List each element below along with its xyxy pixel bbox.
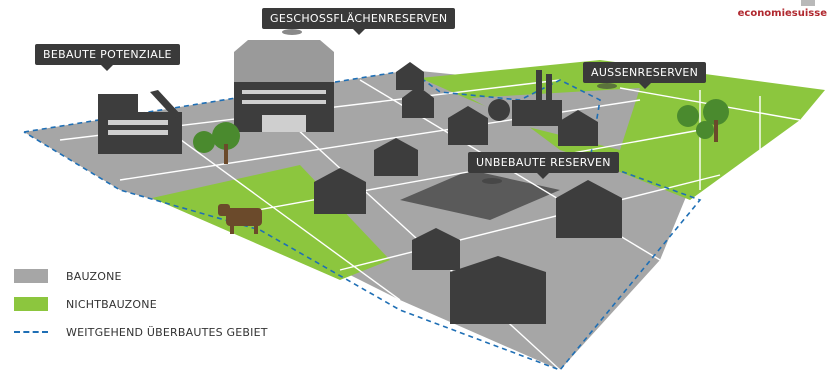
- cow-icon: [218, 204, 262, 234]
- brand-mark: [801, 0, 815, 6]
- house-icon: [314, 62, 622, 324]
- legend-item-bauzone: BAUZONE: [14, 268, 268, 284]
- unbebaute-plot: [400, 170, 560, 220]
- legend: BAUZONE NICHTBAUZONE WEITGEHEND ÜBERBAUT…: [14, 268, 268, 352]
- factory-icon: [98, 90, 182, 154]
- legend-swatch-ueberbaut: [14, 331, 48, 333]
- office-building-icon: [234, 40, 334, 132]
- callout-geschossflaechenreserven: GESCHOSSFLÄCHENRESERVEN: [262, 8, 456, 35]
- tree-icon: [193, 99, 729, 164]
- callout-aussenreserven: AUSSENRESERVEN: [583, 62, 707, 89]
- legend-swatch-nichtbauzone: [14, 297, 48, 311]
- factory-icon: [488, 70, 562, 126]
- legend-label-ueberbaut: WEITGEHEND ÜBERBAUTES GEBIET: [66, 325, 268, 339]
- callout-unbebaute-reserven: UNBEBAUTE RESERVEN: [468, 152, 619, 179]
- nichtbauzone-area-west: [152, 165, 390, 280]
- legend-label-nichtbauzone: NICHTBAUZONE: [66, 297, 157, 311]
- legend-swatch-bauzone: [14, 269, 48, 283]
- legend-label-bauzone: BAUZONE: [66, 269, 122, 283]
- legend-item-ueberbaut: WEITGEHEND ÜBERBAUTES GEBIET: [14, 324, 268, 340]
- legend-item-nichtbauzone: NICHTBAUZONE: [14, 296, 268, 312]
- brand-logo: economiesuisse: [737, 8, 827, 19]
- callout-bebaute-potenziale: BEBAUTE POTENZIALE: [35, 44, 180, 71]
